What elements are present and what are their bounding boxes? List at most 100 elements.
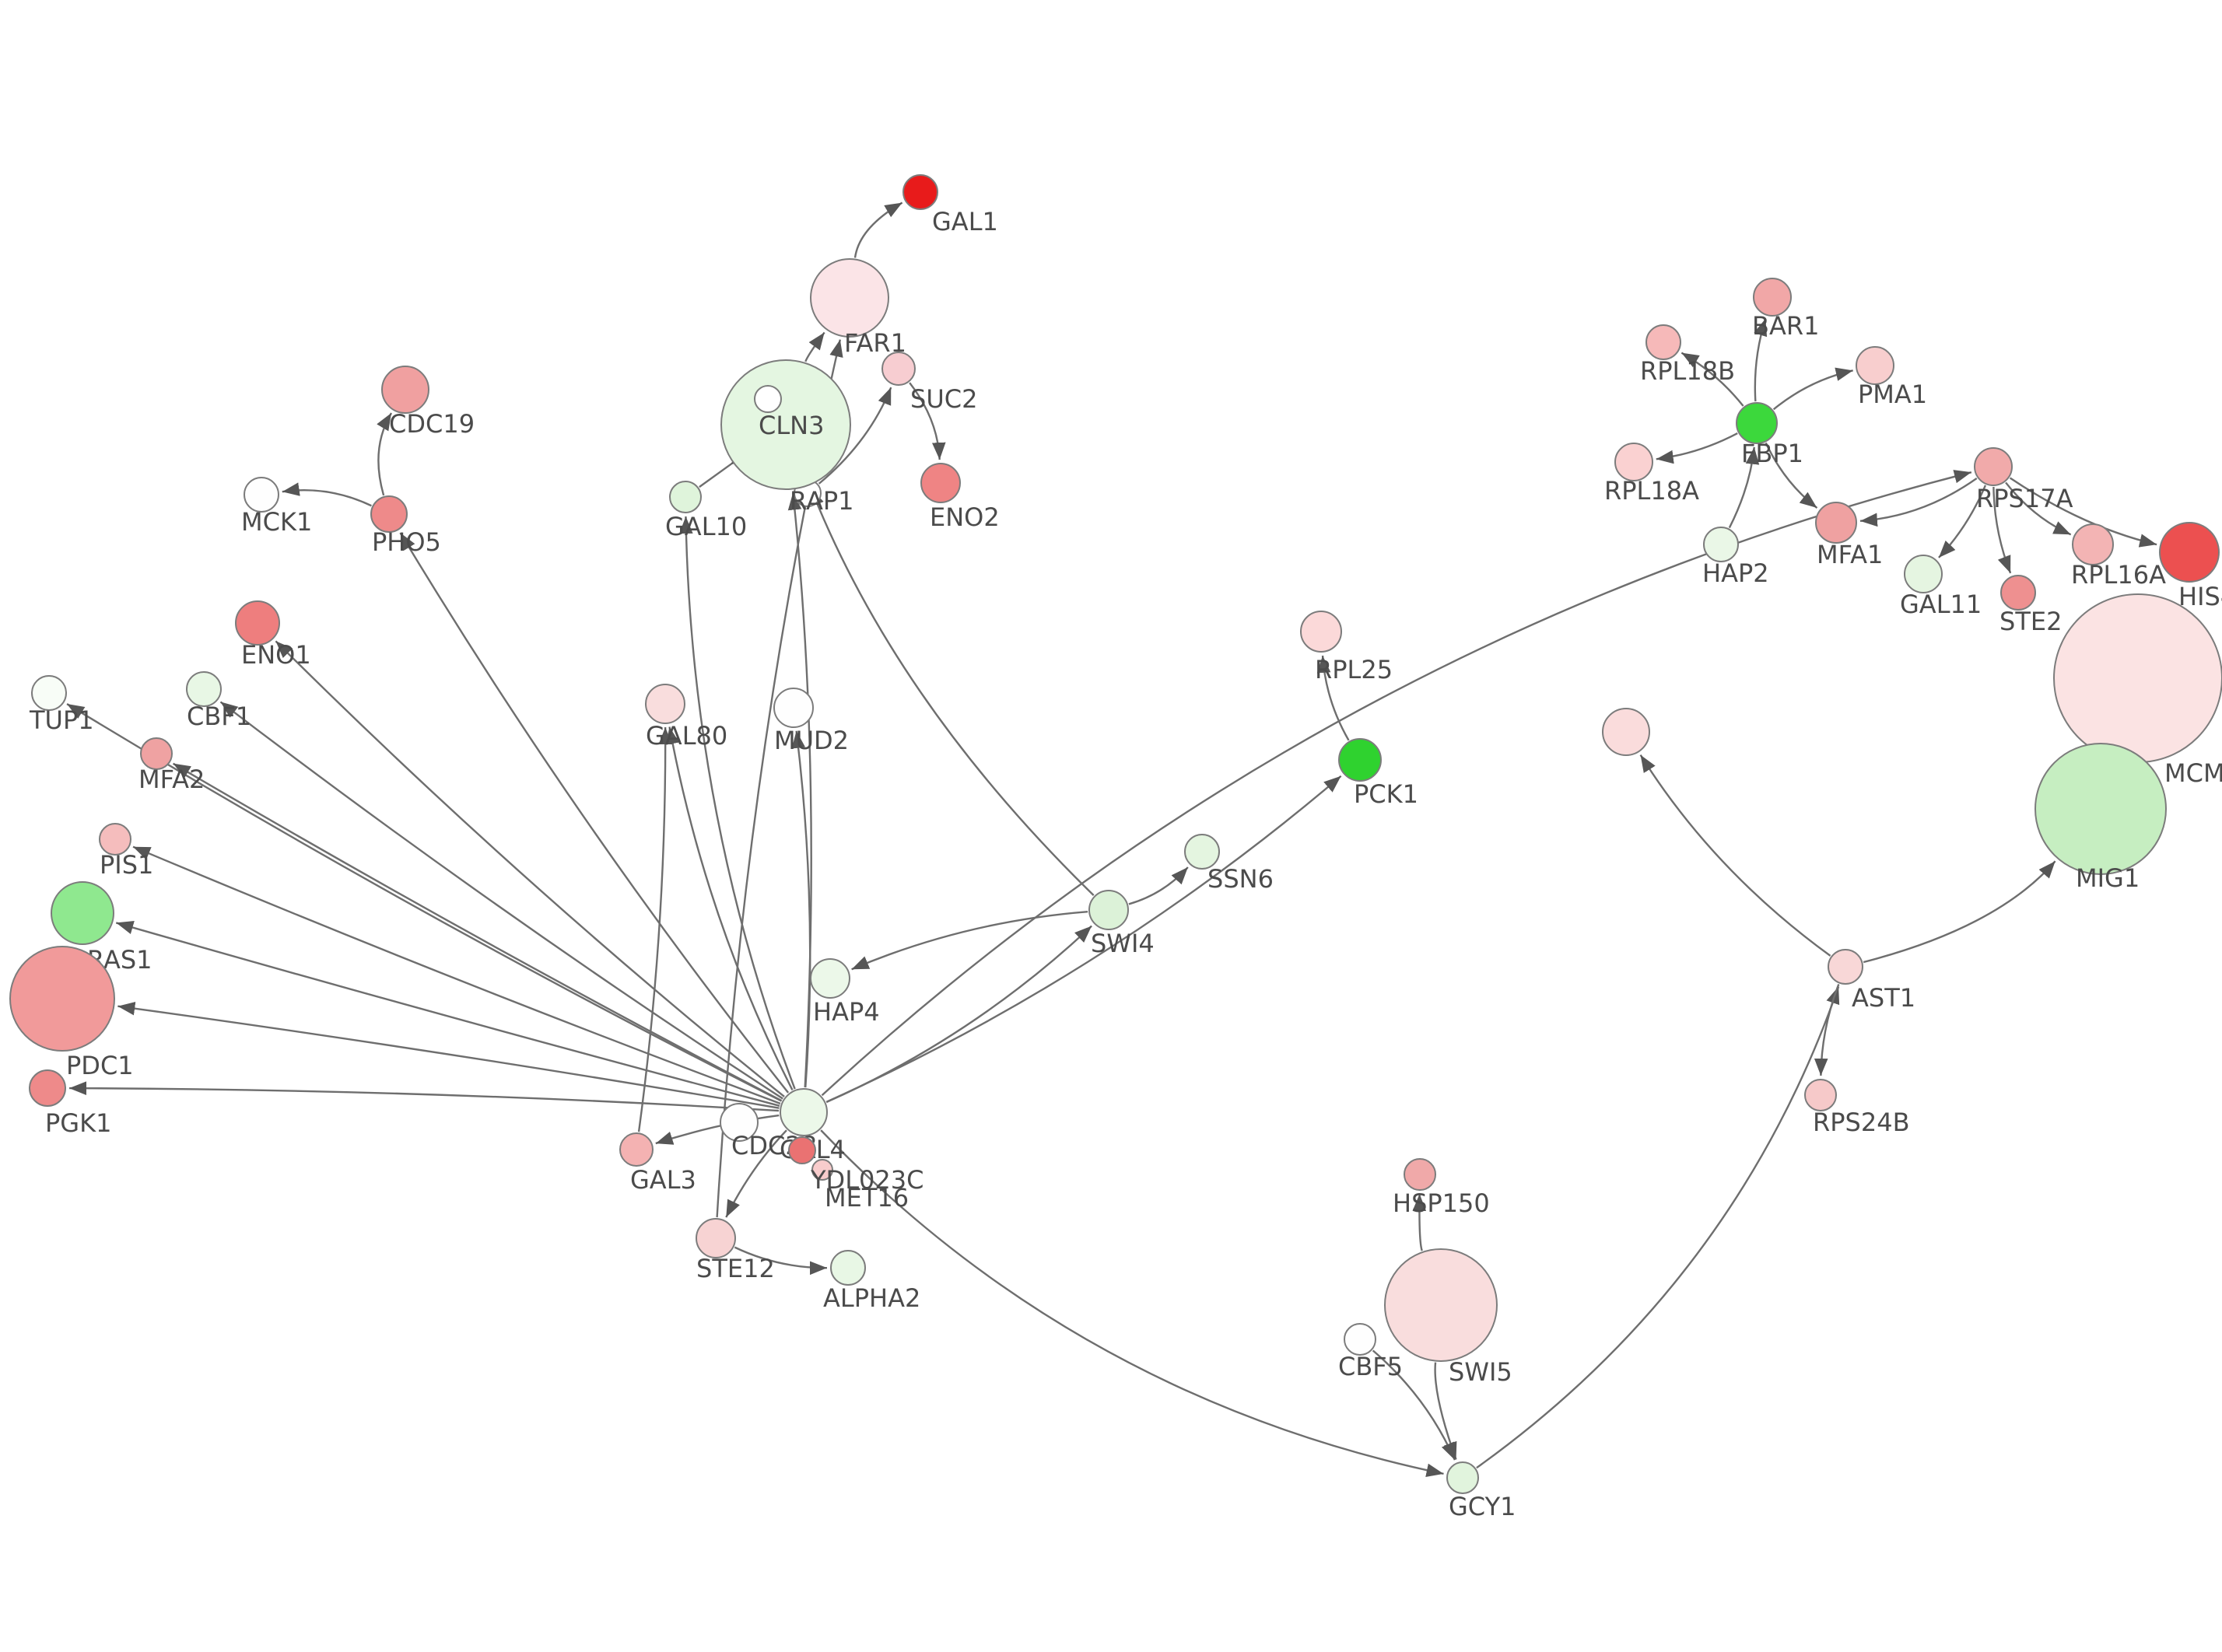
- edge-GAL4-PIS1[interactable]: [132, 845, 781, 1104]
- node-SUC2[interactable]: [881, 352, 916, 386]
- node-GAL3[interactable]: [619, 1132, 654, 1167]
- edge-FBP1-RPL18A[interactable]: [1656, 432, 1738, 464]
- node-GAL1[interactable]: [902, 174, 938, 210]
- node-CDC19[interactable]: [381, 366, 429, 414]
- node-UNK2[interactable]: [1602, 708, 1650, 756]
- node-BAR1[interactable]: [1753, 278, 1792, 317]
- edge-RPS17A-STE2[interactable]: [1992, 486, 2012, 574]
- node-RPS24B[interactable]: [1804, 1079, 1837, 1111]
- node-CDC28[interactable]: [720, 1103, 759, 1142]
- node-TUP1[interactable]: [31, 675, 67, 711]
- node-HIS4[interactable]: [2159, 522, 2220, 583]
- node-RPL18B[interactable]: [1645, 324, 1681, 360]
- node-YDL023C[interactable]: [788, 1136, 816, 1164]
- node-HAP4[interactable]: [810, 958, 850, 999]
- node-MET16[interactable]: [811, 1159, 833, 1181]
- edge-GAL4-GAL80[interactable]: [665, 726, 794, 1091]
- node-ENO1[interactable]: [235, 600, 280, 646]
- edge-GAL4-RAS1[interactable]: [115, 921, 780, 1107]
- node-CLN3[interactable]: [720, 359, 851, 490]
- edge-FAR1-GAL1[interactable]: [853, 201, 903, 258]
- edge-GCY1-AST1[interactable]: [1476, 986, 1840, 1469]
- node-PIS1[interactable]: [99, 823, 131, 856]
- node-RPL18A[interactable]: [1614, 443, 1653, 481]
- edge-PCK1-RPL25[interactable]: [1316, 655, 1350, 741]
- node-PGK1[interactable]: [29, 1069, 66, 1107]
- edge-GAL4-PGK1[interactable]: [68, 1081, 780, 1112]
- edge-FBP1-PMA1[interactable]: [1772, 367, 1853, 411]
- node-PDC1[interactable]: [9, 946, 115, 1052]
- node-UNK1[interactable]: [754, 385, 782, 413]
- node-RPL25[interactable]: [1300, 611, 1342, 653]
- node-ENO2[interactable]: [920, 463, 961, 503]
- edge-RPS17A-RPL16A[interactable]: [2005, 481, 2072, 536]
- edge-CBF5-GCY1[interactable]: [1372, 1349, 1456, 1461]
- edge-GAL4-PCK1[interactable]: [825, 775, 1342, 1103]
- node-MFA2[interactable]: [140, 737, 173, 770]
- edge-AST1-RPS24B[interactable]: [1814, 983, 1840, 1076]
- node-PMA1[interactable]: [1856, 346, 1894, 385]
- edge-GAL10-CLN3[interactable]: [699, 449, 748, 488]
- edge-GAL4-ENO1[interactable]: [275, 640, 785, 1097]
- node-GAL11[interactable]: [1904, 555, 1943, 593]
- edge-GAL4-GAL3[interactable]: [655, 1114, 780, 1145]
- edge-AST1-UNK2[interactable]: [1639, 754, 1831, 957]
- node-MIG1[interactable]: [2034, 743, 2167, 875]
- edge-GAL4-PDC1[interactable]: [117, 1001, 780, 1109]
- edge-GAL4-MFA2[interactable]: [172, 762, 783, 1102]
- node-MUD2[interactable]: [773, 688, 814, 728]
- edge-RPS17A-MFA1[interactable]: [1859, 478, 1978, 527]
- node-PCK1[interactable]: [1338, 738, 1382, 782]
- node-RPS17A[interactable]: [1974, 447, 2013, 486]
- edge-SWI4-SSN6[interactable]: [1128, 866, 1189, 905]
- node-HAP2[interactable]: [1703, 527, 1739, 562]
- node-CBF1[interactable]: [186, 671, 222, 707]
- edge-PHO5-CDC19[interactable]: [377, 412, 393, 496]
- edge-FBP1-BAR1[interactable]: [1754, 318, 1768, 402]
- edge-RAP1-SUC2[interactable]: [818, 387, 892, 485]
- node-AST1[interactable]: [1828, 949, 1863, 985]
- edge-GAL3-GAL80[interactable]: [637, 726, 673, 1132]
- edge-GAL4-GCY1[interactable]: [820, 1129, 1444, 1477]
- edge-SUC2-ENO2[interactable]: [909, 382, 946, 460]
- edge-PHO5-MCK1[interactable]: [282, 482, 372, 507]
- node-ALPHA2[interactable]: [830, 1250, 866, 1286]
- edge-SWI4-HAP4[interactable]: [851, 910, 1088, 971]
- edge-RPS17A-GAL11[interactable]: [1938, 485, 1987, 558]
- node-MCK1[interactable]: [244, 477, 279, 513]
- node-FBP1[interactable]: [1736, 402, 1778, 444]
- edge-GAL4-TUP1[interactable]: [66, 703, 782, 1102]
- node-RAS1[interactable]: [51, 881, 114, 945]
- edge-FBP1-RPL18B[interactable]: [1681, 352, 1744, 407]
- edge-GAL4-STE12[interactable]: [725, 1129, 787, 1218]
- node-PHO5[interactable]: [370, 495, 408, 533]
- edge-GAL4-CLN3[interactable]: [787, 492, 812, 1088]
- node-GAL80[interactable]: [645, 684, 685, 724]
- node-CBF5[interactable]: [1344, 1323, 1376, 1356]
- edge-SWI4-CLN3[interactable]: [810, 488, 1095, 896]
- node-RPL16A[interactable]: [2072, 523, 2114, 565]
- node-SWI5[interactable]: [1384, 1248, 1498, 1362]
- edge-AST1-MIG1[interactable]: [1863, 860, 2056, 964]
- edge-SWI5-HSP150[interactable]: [1412, 1193, 1427, 1251]
- node-STE2[interactable]: [2000, 575, 2036, 611]
- node-MCM1[interactable]: [2053, 593, 2222, 763]
- node-FAR1[interactable]: [810, 258, 889, 338]
- edge-GAL4-GAL10[interactable]: [679, 516, 796, 1090]
- edge-GAL4-PHO5[interactable]: [399, 532, 790, 1094]
- node-STE12[interactable]: [696, 1218, 736, 1258]
- node-HSP150[interactable]: [1404, 1158, 1436, 1191]
- edge-STE12-ALPHA2[interactable]: [734, 1246, 828, 1276]
- node-GAL4[interactable]: [780, 1088, 828, 1136]
- edge-GAL4-RPS17A[interactable]: [821, 470, 1972, 1097]
- edge-FBP1-MFA1[interactable]: [1765, 442, 1818, 509]
- node-SWI4[interactable]: [1088, 890, 1129, 930]
- edge-GAL4-CBF1[interactable]: [219, 701, 783, 1100]
- node-MFA1[interactable]: [1815, 502, 1857, 544]
- node-SSN6[interactable]: [1184, 834, 1220, 870]
- edge-HAP2-FBP1[interactable]: [1728, 446, 1760, 529]
- node-GAL10[interactable]: [669, 481, 702, 513]
- edge-CLN3-FAR1[interactable]: [804, 331, 825, 362]
